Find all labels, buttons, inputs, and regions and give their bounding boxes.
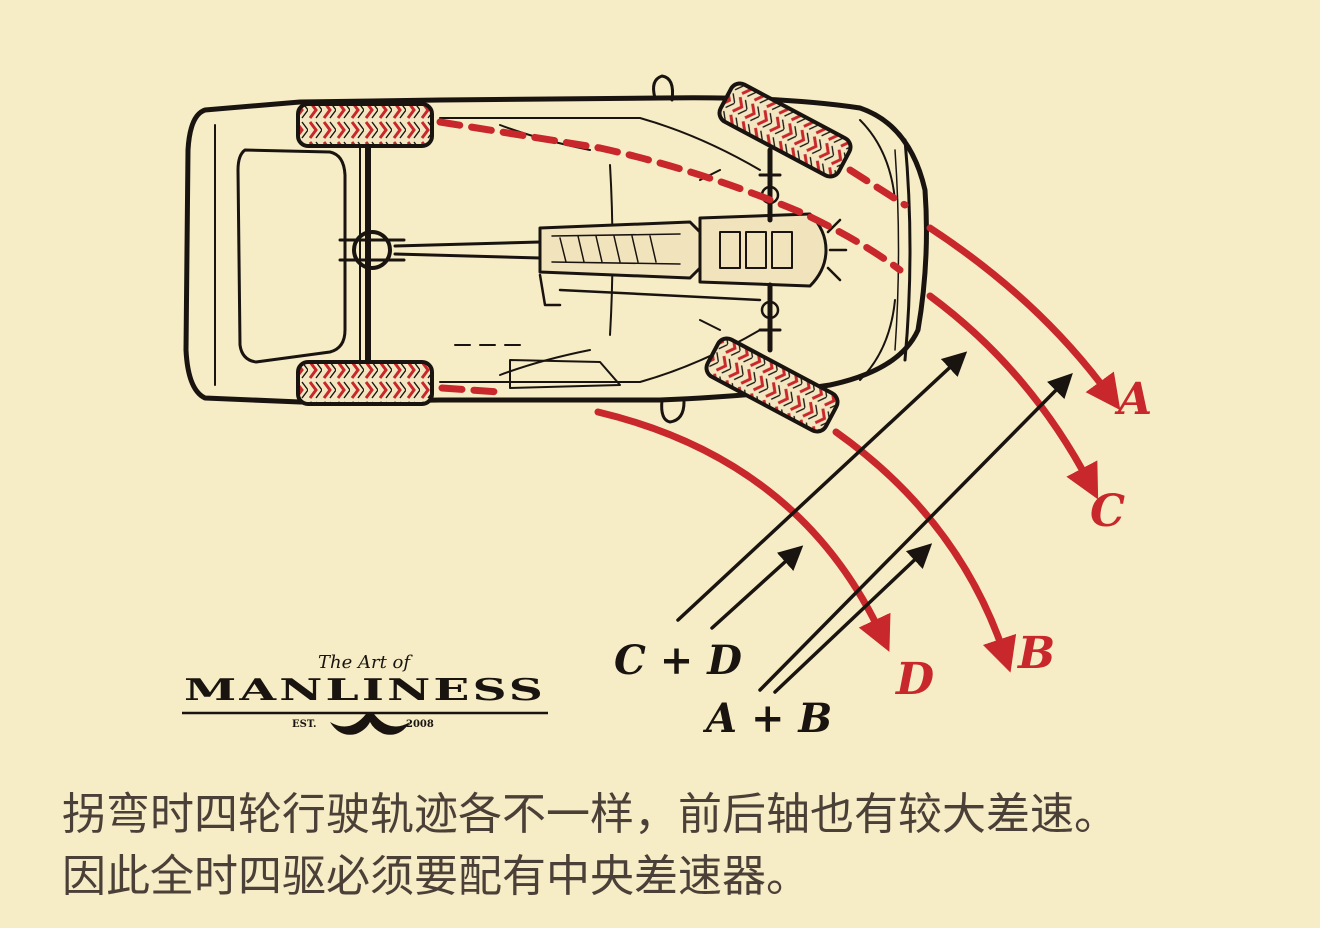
tyre-rear-top — [296, 102, 434, 148]
tyre-front-bottom — [704, 336, 840, 434]
difference-arrows — [676, 351, 1073, 694]
arrow-a-plus-b-short — [773, 543, 933, 694]
caption-line-1: 拐弯时四轮行驶轨迹各不一样，前后轴也有较大差速。 — [62, 789, 1118, 840]
caption-line-2: 因此全时四驱必须要配有中央差速器。 — [62, 851, 810, 902]
drivetrain — [338, 132, 848, 373]
logo-tagline: The Art of — [318, 652, 413, 673]
label-b: B — [1016, 628, 1055, 679]
path-c — [926, 292, 1099, 500]
label-d: D — [894, 654, 934, 705]
path-a — [926, 224, 1121, 411]
tyre-front-top — [717, 81, 853, 179]
label-c-plus-d: C + D — [614, 637, 742, 684]
label-a-plus-b: A + B — [702, 695, 832, 742]
mustache-icon — [330, 712, 410, 735]
car-body — [183, 74, 929, 424]
label-a: A — [1114, 374, 1152, 425]
arrow-a-plus-b-long — [758, 373, 1073, 692]
path-c-dashed — [436, 118, 904, 274]
label-c: C — [1090, 486, 1125, 537]
path-a-dashed — [846, 166, 909, 209]
tyre-rear-bottom — [296, 360, 434, 406]
logo-est: EST. — [292, 719, 316, 730]
path-d-dashed — [438, 384, 504, 396]
logo-year: 2008 — [406, 719, 434, 730]
path-labels: A C B D C + D A + B — [614, 374, 1152, 742]
arrow-c-plus-d-short — [710, 545, 804, 630]
path-b — [832, 428, 1017, 673]
arrow-c-plus-d-long — [676, 351, 968, 622]
manliness-logo: The Art of MANLINESS EST. 2008 — [182, 652, 548, 735]
logo-wordmark: MANLINESS — [184, 673, 546, 708]
